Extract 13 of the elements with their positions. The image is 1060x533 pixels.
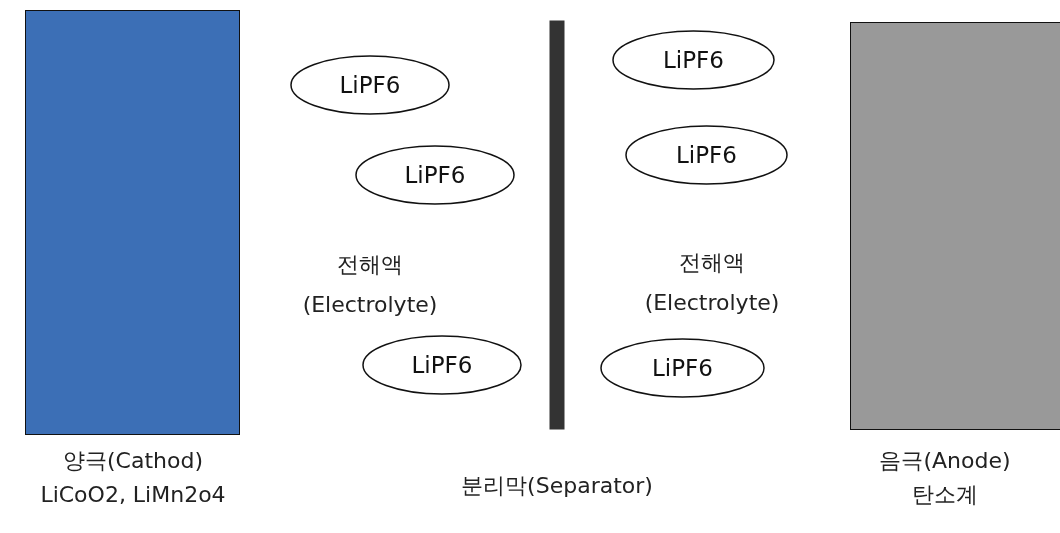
electrolyte-label: 전해액 (Electrolyte) — [301, 251, 439, 319]
electrode-caption: 분리막(Separator) — [460, 472, 654, 500]
electrode-caption: 음극(Anode) — [878, 447, 1012, 475]
electrolyte-label: 전해액 (Electrolyte) — [643, 249, 781, 317]
ion-label: LiPF6 — [651, 355, 714, 381]
ion-label: LiPF6 — [338, 72, 402, 98]
electrode-caption: LiCoO2, LiMn2o4 — [39, 481, 227, 509]
electrode-caption: 양극(Cathod) — [62, 447, 204, 475]
ion-label: LiPF6 — [675, 142, 738, 168]
ion-label: LiPF6 — [662, 47, 725, 73]
electrode-caption: 탄소계 — [911, 481, 979, 509]
ion-label: LiPF6 — [403, 162, 467, 188]
ion-label: LiPF6 — [410, 352, 474, 378]
